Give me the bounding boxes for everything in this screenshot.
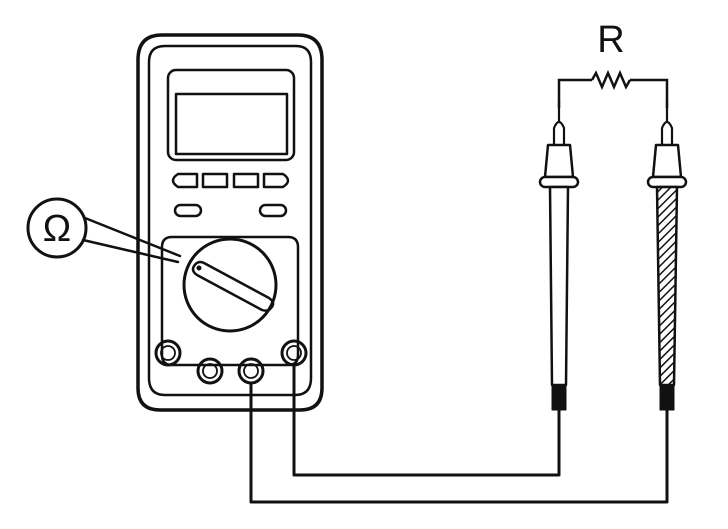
resistor-label: R xyxy=(597,19,624,61)
ohm-symbol-label: Ω xyxy=(43,208,71,250)
function-button-3 xyxy=(232,172,260,189)
probe-red-nose xyxy=(552,120,566,145)
function-button-2 xyxy=(201,172,229,189)
ohm-callout-bubble xyxy=(26,197,88,259)
test-lead-wires xyxy=(249,365,669,504)
probe-black-tip-guard xyxy=(651,143,683,179)
jack-v-ohm xyxy=(280,339,308,367)
probe-red-tip-guard xyxy=(543,143,575,179)
probe-black-finger-guard xyxy=(646,175,688,189)
resistor-circuit xyxy=(557,69,669,108)
dial-indicator-dot xyxy=(196,265,202,271)
display-frame xyxy=(166,68,296,162)
probe-red-strain-relief xyxy=(551,384,567,411)
dial-housing xyxy=(160,235,300,367)
resistor-zigzag xyxy=(590,69,632,91)
multimeter xyxy=(136,33,324,412)
jack-a xyxy=(154,339,182,367)
probe-black-strain-relief xyxy=(659,384,675,411)
jack-com xyxy=(237,357,265,385)
probe-red-finger-guard xyxy=(538,175,580,189)
display-screen xyxy=(174,92,289,156)
red-lead-wire xyxy=(292,365,561,477)
ohm-callout-pointer xyxy=(81,216,182,264)
range-button xyxy=(173,203,203,218)
function-button-1 xyxy=(171,172,199,189)
dial-pointer xyxy=(191,260,275,312)
black-lead-wire xyxy=(249,383,669,504)
function-button-4 xyxy=(262,172,290,189)
probe-black-handle xyxy=(655,185,679,387)
resistor-left-lead xyxy=(557,78,592,108)
probe-red-handle xyxy=(548,185,570,387)
hold-button xyxy=(258,203,288,218)
rotary-dial xyxy=(182,237,278,333)
multimeter-outer-case xyxy=(136,33,324,412)
probe-red xyxy=(538,100,580,411)
probe-black xyxy=(646,100,688,411)
probe-black-nose xyxy=(660,120,674,145)
jack-ma xyxy=(196,357,224,385)
resistor-right-lead xyxy=(630,78,669,108)
ohm-callout: Ω xyxy=(26,197,182,264)
